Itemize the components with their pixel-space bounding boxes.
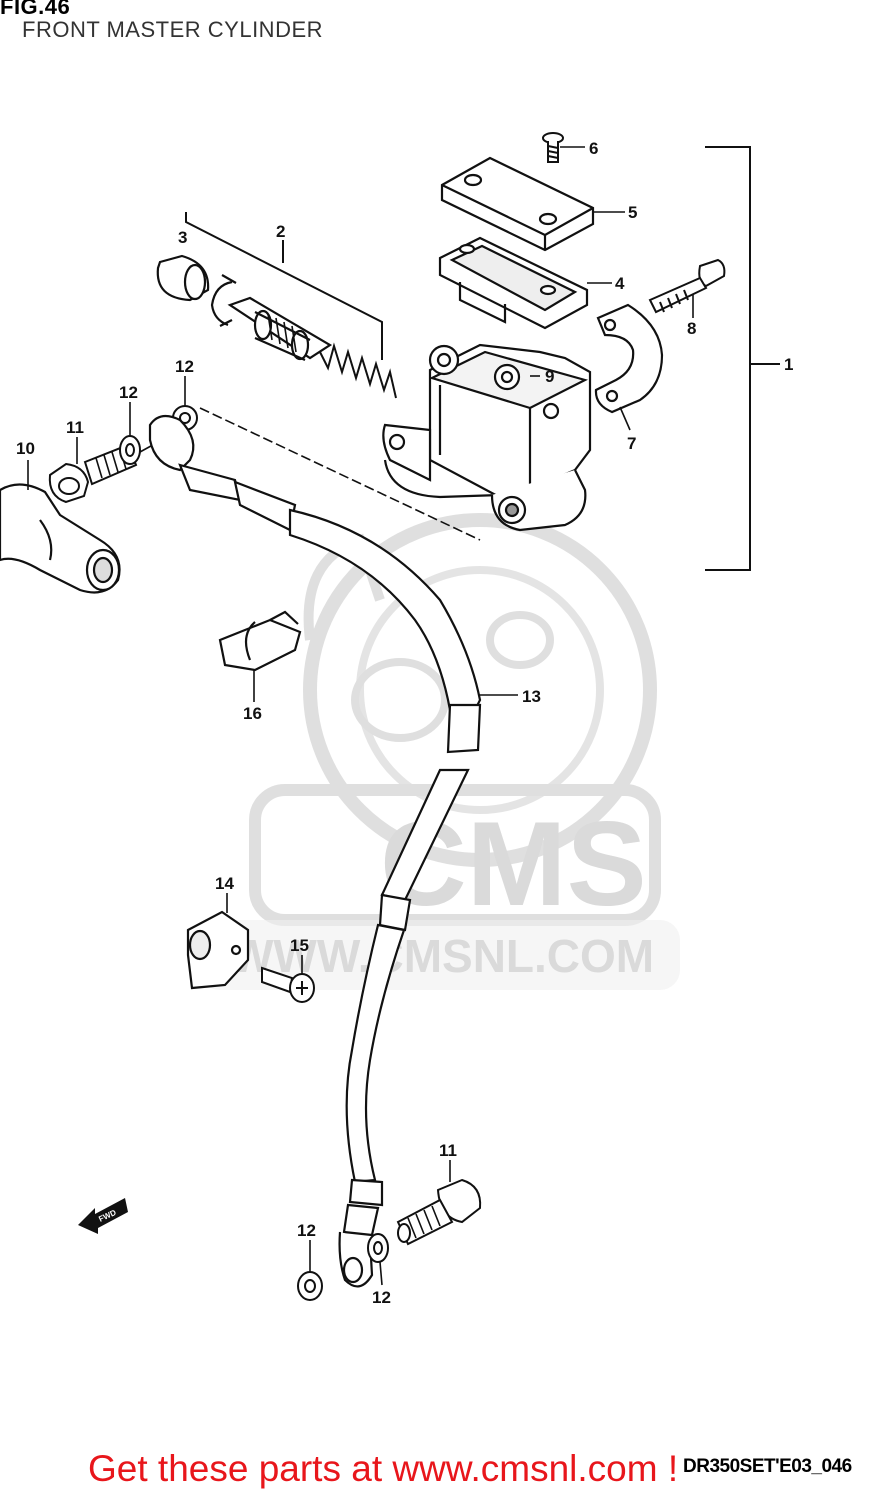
guide-screw-15 [261, 966, 315, 1003]
bracket-assembly-1 [705, 146, 780, 571]
callout-1: 1 [784, 355, 793, 374]
clamp-bolt [648, 258, 726, 314]
callout-12-c: 12 [297, 1221, 316, 1240]
washer-12c [297, 1271, 323, 1301]
callout-7: 7 [627, 434, 636, 453]
figure-number: FIG.46 [0, 0, 71, 19]
hose-clamp-16 [218, 610, 302, 672]
callout-11-lower: 11 [439, 1141, 457, 1160]
cap-screw [542, 132, 564, 163]
callout-12-b: 12 [175, 357, 194, 376]
callout-11-upper: 11 [66, 418, 84, 437]
bracket-piston-2 [185, 212, 383, 360]
callout-3: 3 [178, 228, 187, 247]
hose-guide-14 [186, 910, 250, 990]
diagram-code: DR350SET'E03_046 [683, 1456, 852, 1477]
washer-12d [367, 1233, 389, 1263]
reservoir-cap [440, 156, 595, 252]
callout-12-a: 12 [119, 383, 138, 402]
washer-12a [119, 435, 141, 465]
banjo-bolt-lower [396, 1178, 482, 1246]
banjo-cover [0, 483, 121, 594]
callouts: 1 2 3 4 5 6 7 8 9 10 11 11 12 12 12 12 1… [16, 139, 793, 1307]
leader-lines [27, 146, 694, 1286]
return-spring [319, 342, 397, 399]
callout-16: 16 [243, 704, 262, 723]
figure-title: FRONT MASTER CYLINDER [22, 17, 324, 42]
callout-2: 2 [276, 222, 285, 241]
piston [227, 296, 333, 362]
diaphragm [438, 236, 589, 330]
callout-8: 8 [687, 319, 696, 338]
callout-13: 13 [522, 687, 541, 706]
piston-boot [156, 254, 210, 302]
callout-9: 9 [545, 367, 554, 386]
watermark: CMS WWW.CMSNL.COM [200, 513, 680, 990]
circlip [210, 274, 237, 327]
callout-15: 15 [290, 936, 309, 955]
callout-10: 10 [16, 439, 35, 458]
callout-6: 6 [589, 139, 598, 158]
handlebar-clamp [594, 303, 664, 414]
brake-hose [148, 414, 482, 1288]
callout-12-d: 12 [372, 1288, 391, 1307]
callout-4: 4 [615, 274, 625, 293]
callout-5: 5 [628, 203, 637, 222]
shop-link-banner[interactable]: Get these parts at www.cmsnl.com ! [88, 1448, 679, 1489]
callout-14: 14 [215, 874, 234, 893]
fwd-arrow: FWD [78, 1198, 128, 1234]
master-cylinder-body [382, 343, 592, 532]
